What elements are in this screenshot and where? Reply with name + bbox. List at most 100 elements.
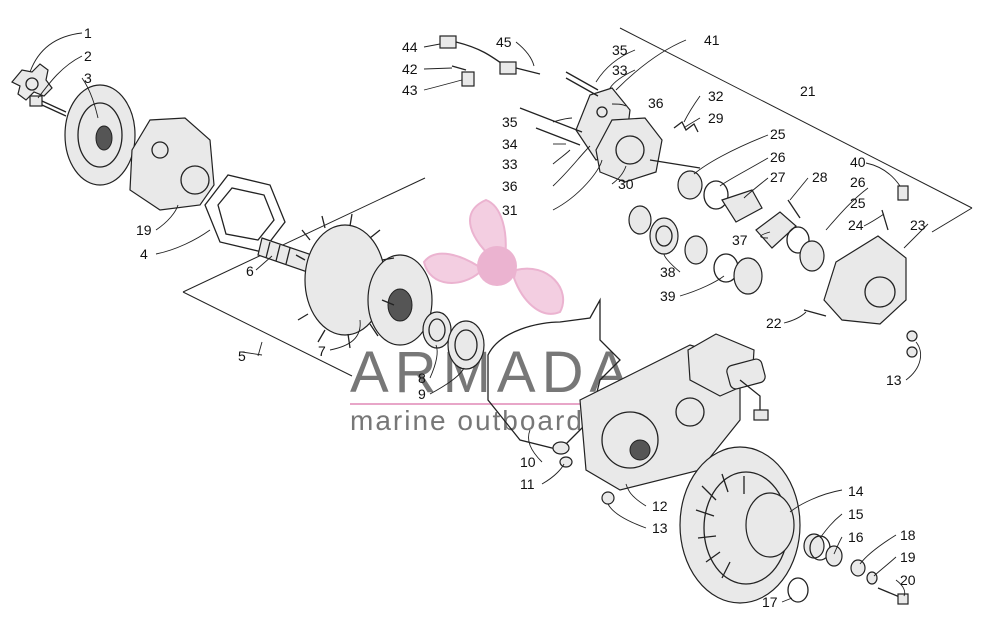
label-26-mid: 26 — [850, 174, 866, 190]
part-bearing-25-top — [677, 170, 703, 200]
label-31: 31 — [502, 202, 518, 218]
part-spacer-38 — [684, 235, 708, 265]
watermark: ARMADA marine outboards — [350, 198, 640, 436]
part-nut-11 — [559, 456, 573, 468]
part-pin-28 — [787, 199, 801, 219]
part-bearing-25-mid — [799, 240, 825, 272]
label-32: 32 — [708, 88, 724, 104]
label-19-lower: 19 — [900, 549, 916, 565]
label-4: 4 — [140, 246, 148, 262]
label-8: 8 — [418, 370, 426, 386]
part-screw-42 — [451, 65, 467, 71]
label-26-top: 26 — [770, 149, 786, 165]
part-spring-15 — [803, 533, 831, 561]
part-washer-10 — [552, 441, 570, 455]
part-bolt-2 — [29, 95, 67, 117]
label-10: 10 — [520, 454, 536, 470]
part-chaincase-gasket — [487, 297, 621, 451]
part-bracket-37 — [755, 211, 797, 249]
part-idler-housing-30 — [595, 117, 663, 183]
label-21: 21 — [800, 83, 816, 99]
label-30: 30 — [618, 176, 634, 192]
label-27: 27 — [770, 169, 786, 185]
label-24: 24 — [848, 217, 864, 233]
part-nut-1 — [11, 63, 53, 101]
label-19: 19 — [136, 222, 152, 238]
label-45: 45 — [496, 34, 512, 50]
part-nut-13-lower — [601, 491, 615, 505]
label-25-mid: 25 — [850, 195, 866, 211]
watermark-brand: ARMADA — [350, 340, 634, 405]
label-15: 15 — [848, 506, 864, 522]
part-seal-8 — [422, 311, 452, 349]
part-bolt-22 — [803, 309, 827, 317]
part-oring-17 — [787, 577, 809, 603]
label-13-right: 13 — [886, 372, 902, 388]
watermark-tagline: marine outboards — [350, 405, 600, 436]
label-13-lower: 13 — [652, 520, 668, 536]
label-11: 11 — [520, 476, 535, 492]
watermark-propeller-icon — [422, 198, 565, 315]
part-sprocket-7 — [295, 213, 433, 349]
label-17: 17 — [762, 594, 778, 610]
label-25-top: 25 — [770, 126, 786, 142]
part-clip-43 — [461, 71, 475, 87]
label-9: 9 — [418, 386, 426, 402]
label-42: 42 — [402, 61, 418, 77]
label-35-top: 35 — [612, 42, 628, 58]
part-bolts-35-34 — [519, 107, 583, 146]
part-bolt-24 — [881, 209, 889, 231]
part-bolt-20 — [877, 587, 909, 605]
label-39: 39 — [660, 288, 676, 304]
label-36-top: 36 — [648, 95, 664, 111]
part-cover-23 — [823, 235, 907, 325]
label-36-mid: 36 — [502, 178, 518, 194]
label-34: 34 — [502, 136, 518, 152]
part-nuts-13-right — [906, 330, 918, 358]
part-connector-45 — [499, 61, 541, 75]
label-14: 14 — [848, 483, 864, 499]
label-33-mid: 33 — [502, 156, 518, 172]
label-20: 20 — [900, 572, 916, 588]
part-gasket-4 — [204, 174, 286, 253]
part-snap-ring-26-mid — [786, 226, 810, 254]
label-7: 7 — [318, 343, 326, 359]
assembly-brackets — [182, 27, 973, 377]
label-38: 38 — [660, 264, 676, 280]
label-6: 6 — [246, 263, 254, 279]
part-driven-clutch-14 — [679, 446, 801, 604]
part-wire-harness — [739, 379, 769, 421]
label-23: 23 — [910, 217, 926, 233]
part-spring-29 — [673, 121, 699, 133]
leader-lines — [29, 32, 929, 603]
part-reverse-motor — [687, 333, 766, 397]
label-1: 1 — [84, 25, 92, 41]
part-bearing-9 — [447, 320, 485, 370]
label-29: 29 — [708, 110, 724, 126]
label-44: 44 — [402, 39, 418, 55]
label-2: 2 — [84, 48, 92, 64]
part-number-labels: 1 2 3 19 4 6 5 7 8 9 10 11 12 13 14 15 1… — [84, 25, 926, 610]
label-35-mid: 35 — [502, 114, 518, 130]
part-housing-19 — [129, 117, 215, 211]
part-bolt-35-top — [565, 71, 599, 97]
label-5: 5 — [238, 348, 246, 364]
part-fitting-40 — [897, 185, 909, 201]
label-41: 41 — [704, 32, 720, 48]
part-shaft-idler — [649, 159, 701, 169]
part-washer-18 — [850, 559, 866, 577]
part-washer-19-lower — [866, 571, 878, 585]
label-22: 22 — [766, 315, 782, 331]
label-40: 40 — [850, 154, 866, 170]
label-37: 37 — [732, 232, 748, 248]
part-snap-ring-39 — [713, 253, 763, 295]
part-brake-pad-27 — [721, 189, 763, 223]
label-43: 43 — [402, 82, 418, 98]
part-drive-clutch-3 — [64, 84, 136, 186]
label-3: 3 — [84, 70, 92, 86]
part-spacer-16 — [825, 545, 843, 567]
label-28: 28 — [812, 169, 828, 185]
label-12: 12 — [652, 498, 668, 514]
part-snap-ring-26-top — [703, 180, 729, 210]
